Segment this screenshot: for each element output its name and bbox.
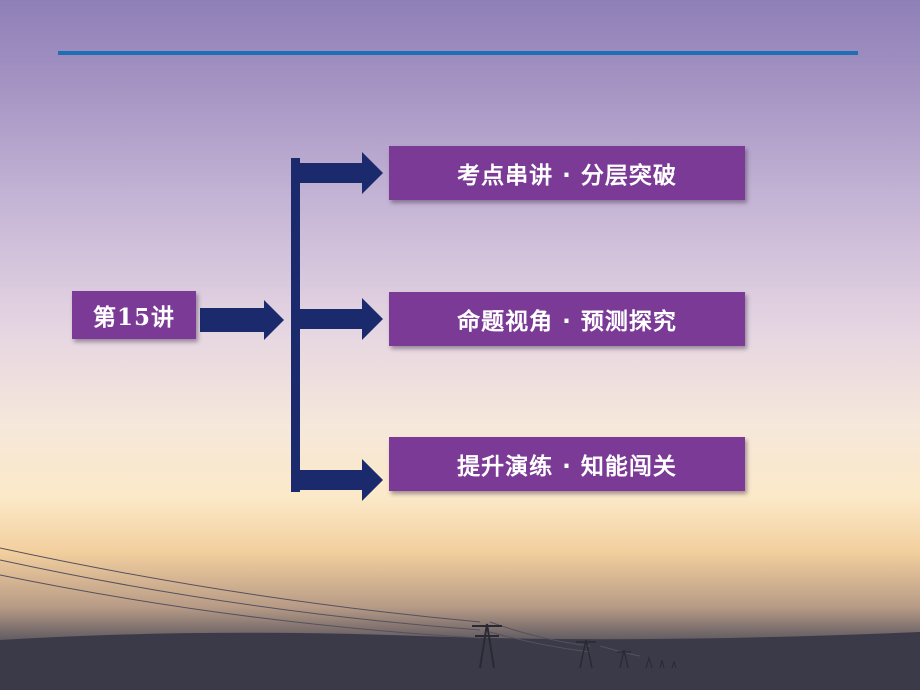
branch-label-1: 考点串讲 · 分层突破 — [457, 163, 677, 189]
branch-box-3[interactable]: 提升演练 · 知能闯关 — [389, 437, 745, 491]
arrow-main — [200, 300, 284, 340]
power-tower-icon — [576, 639, 596, 669]
branch-box-2[interactable]: 命题视角 · 预测探究 — [389, 292, 745, 346]
main-topic-label: 第15讲 — [92, 304, 175, 331]
main-topic-box[interactable]: 第15讲 — [72, 291, 196, 339]
branch-label-3: 提升演练 · 知能闯关 — [457, 454, 677, 480]
power-tower-icon — [472, 623, 502, 669]
arrow-branch-1 — [291, 152, 383, 194]
power-lines — [0, 547, 641, 657]
branch-box-1[interactable]: 考点串讲 · 分层突破 — [389, 146, 745, 200]
top-rule — [58, 51, 858, 55]
ground-silhouette — [0, 632, 920, 690]
arrow-branch-2 — [291, 298, 383, 340]
branch-label-2: 命题视角 · 预测探究 — [457, 309, 677, 335]
power-tower-icon — [617, 649, 631, 669]
arrow-branch-3 — [291, 459, 383, 501]
power-tower-icon — [645, 656, 677, 669]
